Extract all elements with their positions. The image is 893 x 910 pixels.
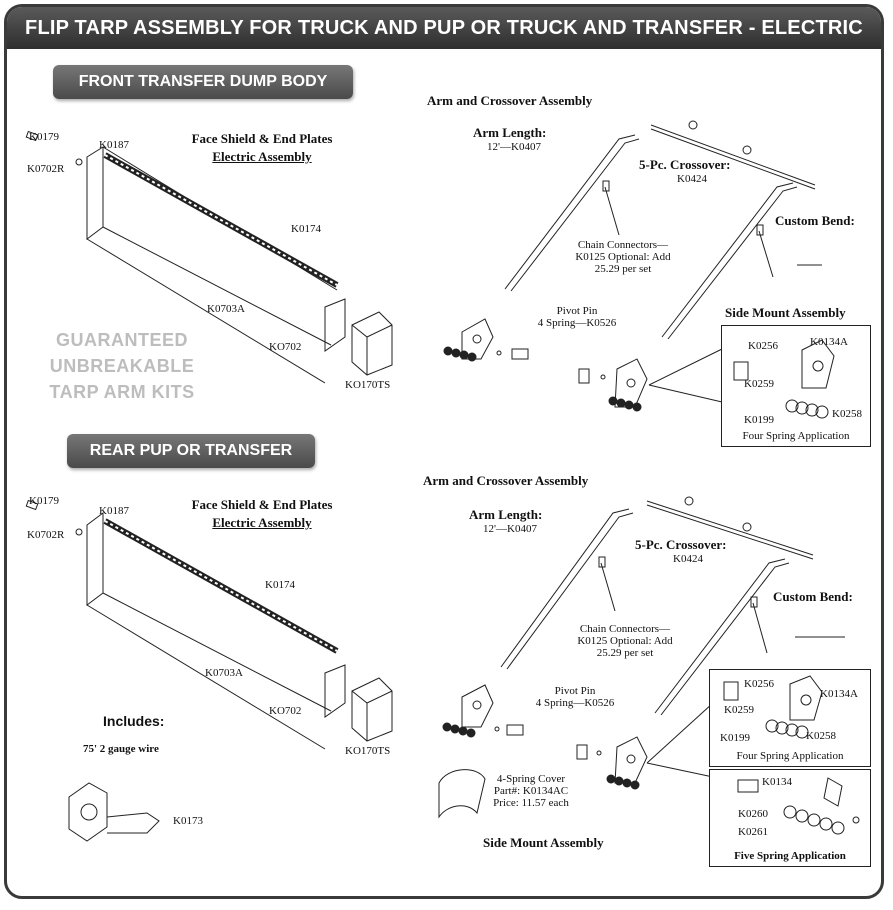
rear-face-shield-sub: Electric Assembly (212, 515, 312, 530)
front-rail (103, 152, 339, 288)
rear-chain-line-2: K0125 Optional: Add (577, 635, 673, 647)
front-box-k0259: K0259 (744, 378, 774, 390)
guarantee-line-2: UNBREAKABLE (49, 356, 195, 376)
front-part-k0179: K0179 (29, 131, 59, 143)
front-face-shield-title: Face Shield & End Plates (191, 131, 333, 146)
front-box-k0258: K0258 (832, 408, 862, 420)
page-title: FLIP TARP ASSEMBLY FOR TRUCK AND PUP OR … (7, 7, 881, 49)
rear-box5-k0134: K0134 (762, 776, 792, 788)
rear-box4-drawing (723, 675, 823, 739)
front-side-mount-title: Side Mount Assembly (725, 305, 846, 320)
rear-arm-title: Arm and Crossover Assembly (423, 473, 589, 488)
rear-box4-k0259: K0259 (724, 704, 754, 716)
rear-part-k0170ts: KO170TS (345, 745, 391, 757)
rear-pivot-line-2: 4 Spring—K0526 (535, 697, 615, 709)
rear-rail (103, 518, 339, 654)
rear-box4-k0256: K0256 (744, 678, 774, 690)
guarantee-line-3: TARP ARM KITS (49, 382, 195, 402)
rear-arm (438, 496, 845, 819)
front-pivot-line-2: 4 Spring—K0526 (537, 317, 617, 329)
rear-box5-k0260: K0260 (738, 808, 768, 820)
rear-crossover-value: K0424 (673, 553, 703, 565)
rear-box4-k0134a: K0134A (820, 688, 858, 700)
front-chain-connectors: Chain Connectors— K0125 Optional: Add 25… (563, 239, 683, 275)
rear-chain-line-1: Chain Connectors— (579, 623, 671, 635)
rear-box4-k0199: K0199 (720, 732, 750, 744)
front-crossover-label: 5-Pc. Crossover: (639, 157, 731, 172)
rear-part-k0702: KO702 (269, 705, 302, 717)
front-section-heading: FRONT TRANSFER DUMP BODY (53, 65, 353, 99)
guarantee-line-1: GUARANTEED (55, 330, 188, 350)
front-box-k0256: K0256 (748, 340, 778, 352)
front-arm-length-label: Arm Length: (473, 125, 547, 140)
rear-custom-bend: Custom Bend: (773, 589, 853, 604)
front-box-k0199: K0199 (744, 414, 774, 426)
front-face-shield-sub: Electric Assembly (212, 149, 312, 164)
front-arm (443, 120, 822, 412)
front-crossover-value: K0424 (677, 173, 707, 185)
rear-section-heading: REAR PUP OR TRANSFER (67, 434, 315, 468)
rear-box5-drawing (737, 777, 860, 835)
front-chain-line-3: 25.29 per set (594, 263, 652, 275)
rear-includes-label: Includes: (103, 713, 165, 729)
rear-chain-connectors: Chain Connectors— K0125 Optional: Add 25… (565, 623, 685, 659)
rear-five-spring-box: K0134 K0260 K0261 Five Spring Applicatio… (709, 769, 871, 867)
rear-cover-line-3: Price: 11.57 each (493, 797, 569, 809)
front-custom-bend: Custom Bend: (775, 213, 855, 228)
rear-face-shield (25, 499, 393, 750)
rear-arm-length-value: 12'—K0407 (483, 523, 537, 535)
front-box-caption: Four Spring Application (742, 430, 850, 442)
rear-side-mount-title: Side Mount Assembly (483, 835, 604, 850)
front-pivot-line-1: Pivot Pin (556, 305, 598, 317)
rear-box5-caption: Five Spring Application (734, 850, 846, 862)
rear-motor (68, 782, 160, 842)
front-arm-title: Arm and Crossover Assembly (427, 93, 593, 108)
rear-part-k0174: K0174 (265, 579, 295, 591)
assembly-drawing (25, 120, 845, 842)
front-face-shield (25, 130, 393, 384)
rear-part-k0173: K0173 (173, 815, 203, 827)
front-four-spring-box: K0256 K0134A K0259 K0199 K0258 Four Spri… (721, 325, 871, 447)
front-part-k0174: K0174 (291, 223, 321, 235)
rear-arm-length-label: Arm Length: (469, 507, 543, 522)
front-pivot-pin: Pivot Pin 4 Spring—K0526 (523, 305, 631, 329)
front-part-k0702r: K0702R (27, 163, 65, 175)
rear-chain-line-3: 25.29 per set (596, 647, 654, 659)
rear-box4-k0258: K0258 (806, 730, 836, 742)
front-part-k0187: K0187 (99, 139, 129, 151)
front-box-k0134a: K0134A (810, 336, 848, 348)
rear-part-k0187: K0187 (99, 505, 129, 517)
rear-cover-line-1: 4-Spring Cover (496, 773, 566, 785)
rear-pivot-line-1: Pivot Pin (554, 685, 596, 697)
front-box-drawing (733, 339, 835, 419)
guarantee-text: GUARANTEED UNBREAKABLE TARP ARM KITS (37, 327, 207, 405)
front-part-k0702: KO702 (269, 341, 302, 353)
front-chain-line-1: Chain Connectors— (577, 239, 669, 251)
front-part-k0703a: K0703A (207, 303, 245, 315)
rear-box4-caption: Four Spring Application (736, 750, 844, 762)
rear-box5-k0261: K0261 (738, 826, 768, 838)
front-chain-line-2: K0125 Optional: Add (575, 251, 671, 263)
rear-spring-cover: 4-Spring Cover Part#: K0134AC Price: 11.… (481, 773, 581, 809)
front-part-k0170ts: KO170TS (345, 379, 391, 391)
rear-cover-line-2: Part#: K0134AC (493, 785, 569, 797)
rear-crossover-label: 5-Pc. Crossover: (635, 537, 727, 552)
rear-pivot-pin: Pivot Pin 4 Spring—K0526 (521, 685, 629, 709)
diagram-frame: FLIP TARP ASSEMBLY FOR TRUCK AND PUP OR … (4, 4, 884, 899)
rear-four-spring-box: K0256 K0134A K0259 K0199 K0258 Four Spri… (709, 669, 871, 767)
rear-part-k0703a: K0703A (205, 667, 243, 679)
rear-part-k0702r: K0702R (27, 529, 65, 541)
front-arm-length-value: 12'—K0407 (487, 141, 541, 153)
rear-part-k0179: K0179 (29, 495, 59, 507)
rear-includes-text: 75' 2 gauge wire (83, 743, 159, 755)
rear-face-shield-title: Face Shield & End Plates (191, 497, 333, 512)
